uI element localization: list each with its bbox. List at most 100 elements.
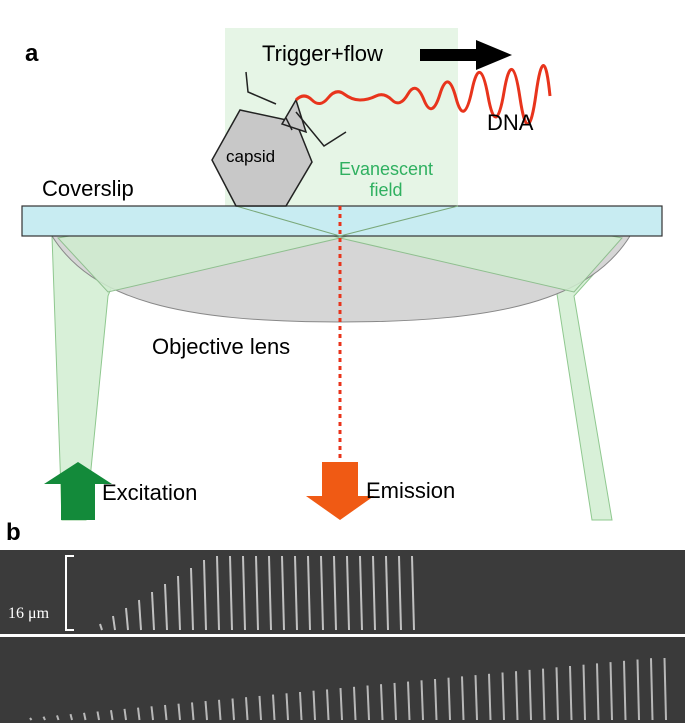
- kymograph-bottom-filament: [339, 688, 343, 721]
- kymograph-bottom-filament: [663, 657, 667, 721]
- kymograph-top-filament: [307, 555, 311, 631]
- kymograph-bottom-filaments: [29, 657, 667, 721]
- kymograph-bottom-filament: [461, 676, 465, 721]
- kymograph-bottom-filament: [150, 706, 154, 721]
- kymograph-bottom-filament: [582, 664, 586, 721]
- emission-label: Emission: [366, 478, 456, 503]
- kymograph-bottom-filament: [407, 681, 411, 721]
- flow-arrow-head: [476, 40, 512, 70]
- kymograph-bottom-filament: [609, 662, 613, 721]
- kymograph-divider: [0, 634, 685, 637]
- trigger-flow-label: Trigger+flow: [262, 41, 383, 66]
- kymograph-bottom-filament: [83, 712, 87, 721]
- kymograph-top: [0, 550, 685, 634]
- kymograph-top-filament: [99, 623, 103, 631]
- tether-1: [245, 71, 277, 105]
- kymograph-top-filament: [138, 599, 142, 631]
- tether-2: [295, 111, 347, 147]
- kymograph-bottom-filament: [42, 716, 46, 721]
- kymograph-bottom-filament: [528, 669, 532, 721]
- kymograph-bottom-filament: [231, 698, 235, 721]
- evanescent-label-line1: Evanescent: [338, 159, 434, 179]
- kymograph-bottom-filament: [204, 701, 208, 721]
- kymograph-bottom-filament: [555, 667, 559, 721]
- scale-bar-label: 16 μm: [8, 605, 50, 622]
- excitation-arrow[interactable]: [44, 462, 112, 520]
- kymograph-bottom-filament: [366, 685, 370, 721]
- kymograph-bottom-filament: [272, 694, 276, 721]
- panel-b-label: b: [6, 519, 21, 546]
- kymograph-bottom-filament: [420, 680, 424, 721]
- kymograph-top-filament: [190, 567, 194, 631]
- dna-label: DNA: [487, 110, 534, 135]
- kymograph-top-filament: [333, 555, 337, 631]
- kymograph-bottom-filament: [29, 717, 33, 721]
- kymograph-top-filament: [203, 559, 207, 631]
- panel-a-label: a: [25, 40, 39, 67]
- kymograph-bottom-filament: [137, 707, 141, 721]
- kymograph-top-filament: [229, 555, 233, 631]
- kymograph-top-filament: [268, 555, 272, 631]
- kymograph-bottom-filament: [56, 715, 60, 721]
- portal: [280, 98, 308, 134]
- evanescent-label-line2: field: [369, 180, 403, 200]
- kymograph-top-filament: [112, 615, 116, 631]
- kymograph-top-filament: [385, 555, 389, 631]
- kymograph-bottom-filament: [623, 660, 627, 721]
- objective-lens-label: Objective lens: [152, 334, 291, 359]
- kymograph-top-filament: [320, 555, 324, 631]
- kymograph-bottom-filament: [596, 663, 600, 721]
- kymograph-bottom-filament: [380, 684, 384, 721]
- kymograph-bottom-filament: [191, 702, 195, 721]
- kymograph-top-filament: [151, 591, 155, 631]
- kymograph-top-filament: [177, 575, 181, 631]
- dna-strand: [294, 64, 552, 126]
- excitation-label: Excitation: [102, 480, 198, 505]
- kymograph-top-filament: [164, 583, 168, 631]
- kymograph-bottom-filament: [285, 693, 289, 721]
- kymograph-bottom-filament: [258, 695, 262, 721]
- kymograph-top-filament: [294, 555, 298, 631]
- coverslip-label: Coverslip: [42, 176, 134, 201]
- kymograph-bottom-filament: [299, 691, 303, 721]
- kymograph-bottom-filament: [515, 671, 519, 721]
- kymograph-bottom-filament: [501, 672, 505, 721]
- kymograph-bottom-filament: [542, 668, 546, 721]
- kymograph-top-filament: [281, 555, 285, 631]
- kymograph-bottom-filament: [447, 677, 451, 721]
- kymograph-bottom-filament: [393, 682, 397, 721]
- kymograph-bottom-filament: [110, 710, 114, 721]
- kymograph-bottom-filament: [96, 711, 100, 721]
- kymograph-bottom-filament: [312, 690, 316, 721]
- kymograph-bottom-filament: [245, 697, 249, 721]
- kymograph-top-filament: [372, 555, 376, 631]
- scale-bar: [65, 555, 74, 631]
- kymograph-top-filament: [216, 555, 220, 631]
- coverslip: [21, 205, 663, 237]
- kymograph-bottom-filament: [650, 658, 654, 721]
- kymograph-bottom-filament: [218, 699, 222, 721]
- kymograph-bottom-filament: [326, 689, 330, 721]
- tether-3: [285, 117, 293, 131]
- kymograph-top-filament: [346, 555, 350, 631]
- kymograph-bottom-filament: [177, 703, 181, 721]
- kymograph-top-filament: [255, 555, 259, 631]
- kymograph-bottom-filament: [434, 678, 438, 721]
- emission-arrow[interactable]: [306, 462, 374, 520]
- kymograph-top-filaments: [99, 555, 415, 631]
- kymograph-bottom-filament: [164, 704, 168, 721]
- kymograph-top-filament: [411, 555, 415, 631]
- kymograph-bottom-filament: [569, 665, 573, 721]
- kymograph-bottom-filament: [636, 659, 640, 721]
- kymograph-bottom-filament: [123, 708, 127, 721]
- kymograph-top-filament: [242, 555, 246, 631]
- kymograph-top-filament: [359, 555, 363, 631]
- kymograph-bottom-filament: [69, 713, 73, 721]
- kymograph-top-filament: [125, 607, 129, 631]
- kymograph-panel: [0, 550, 685, 723]
- beam-in-slip-left: [235, 205, 341, 237]
- kymograph-top-filament: [398, 555, 402, 631]
- beam-in-slip-right: [339, 205, 459, 237]
